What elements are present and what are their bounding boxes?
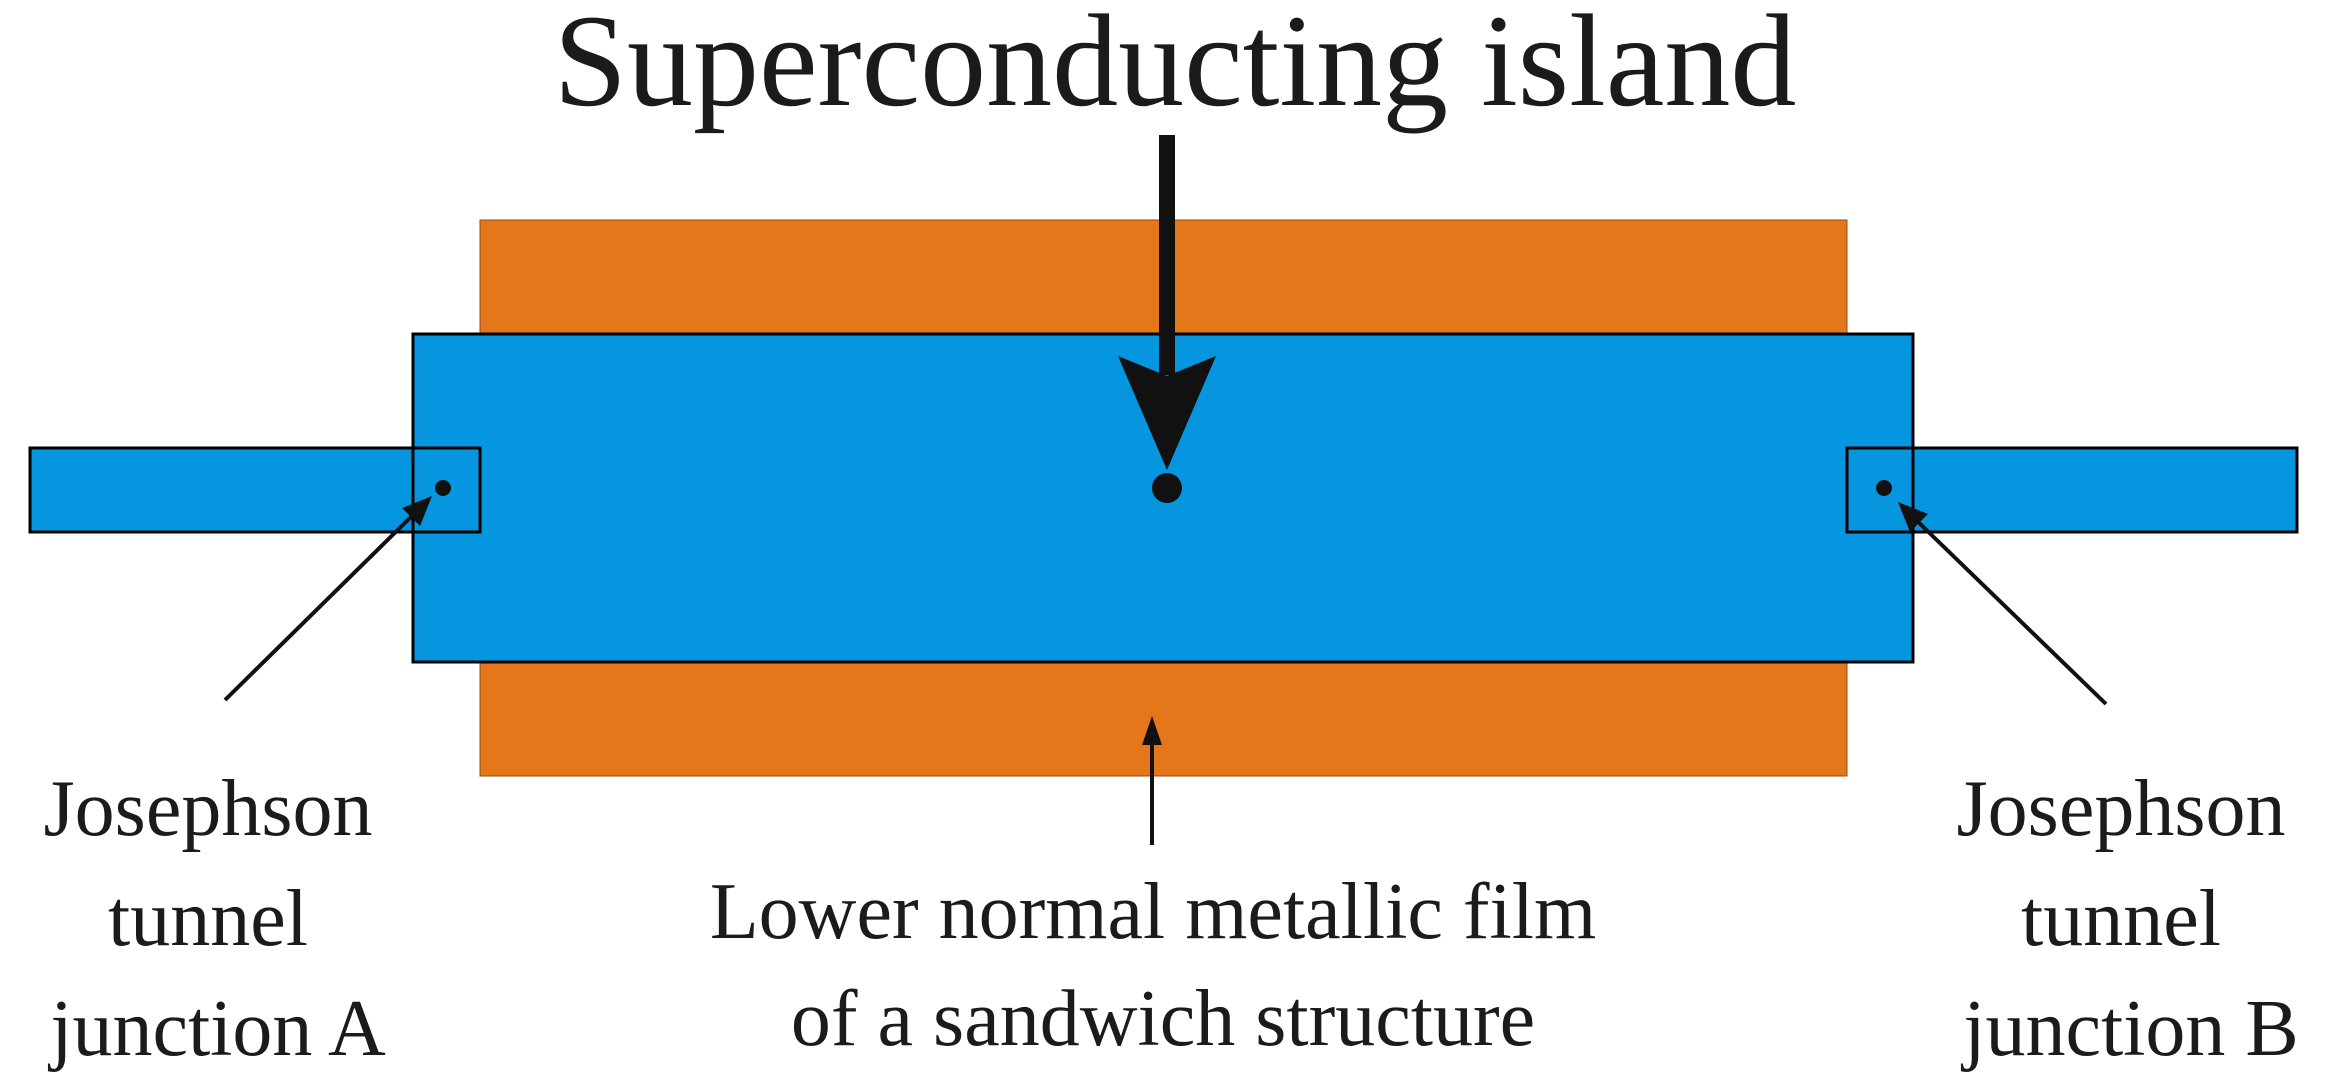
junction-a-overlap	[411, 446, 482, 534]
diagram-title: Superconducting island	[554, 0, 1797, 134]
junction-a-arrow	[223, 496, 432, 702]
junction-b-label-line: tunnel	[2021, 875, 2221, 963]
lower-film-label-line: of a sandwich structure	[791, 975, 1535, 1063]
left-lead	[28, 446, 482, 534]
lower-film-label-line: Lower normal metallic film	[710, 868, 1596, 956]
junction-a-label-line: tunnel	[108, 875, 308, 963]
junction-a-label: Josephson tunnel junction A	[44, 765, 393, 1073]
title-arrow	[1118, 135, 1216, 470]
lower-film-label: Lower normal metallic film of a sandwich…	[710, 868, 1616, 1063]
junction-a-label-line: Josephson	[44, 765, 373, 853]
junction-a-dot	[435, 480, 451, 496]
junction-a-label-line: junction A	[47, 985, 386, 1073]
junction-b-label-line: Josephson	[1957, 765, 2286, 853]
junction-b-label: Josephson tunnel junction B	[1957, 765, 2306, 1073]
lower-film-arrow	[1142, 716, 1162, 845]
junction-b-label-line: junction B	[1960, 985, 2299, 1073]
junction-b-dot	[1876, 480, 1892, 496]
junction-b-overlap	[1845, 446, 1915, 534]
island-center-dot	[1152, 473, 1182, 503]
junction-b-arrow	[1898, 502, 2108, 706]
